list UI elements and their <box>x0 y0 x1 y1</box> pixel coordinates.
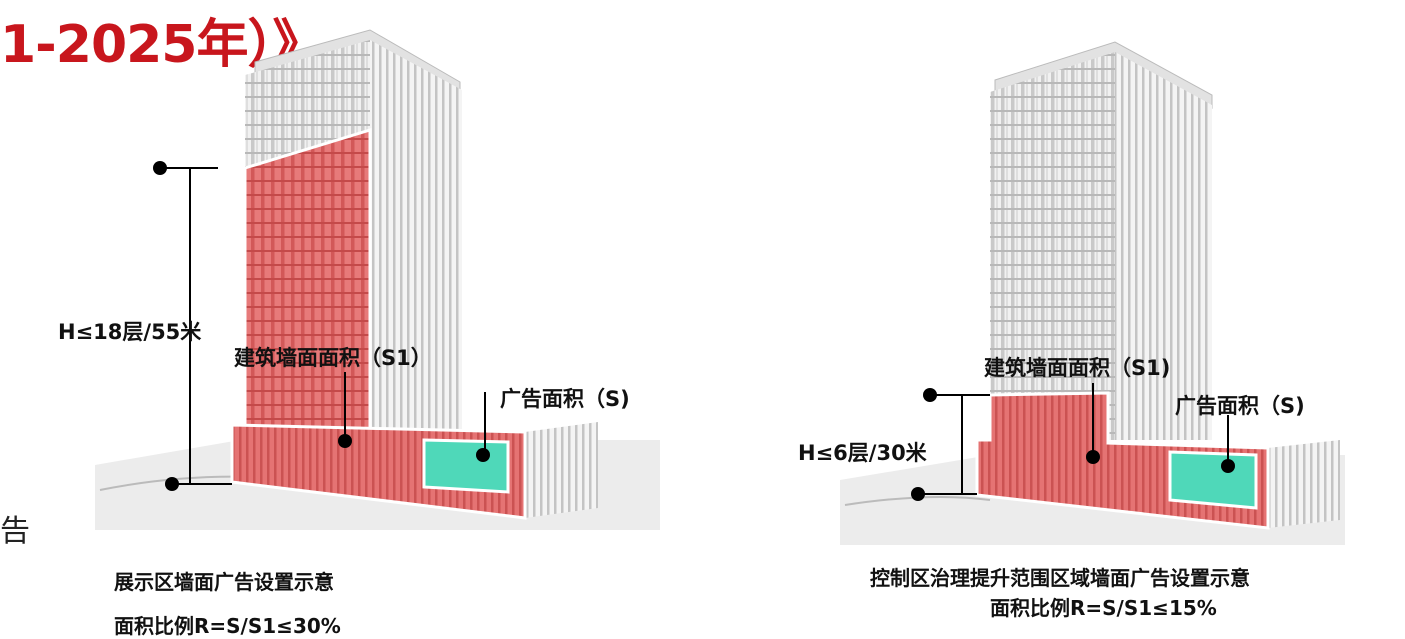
podium-right-face <box>525 422 598 518</box>
wall-pointer-dot <box>338 434 352 448</box>
cropped-text-fragment: 告 <box>0 514 30 549</box>
ad-area <box>422 438 510 494</box>
right-height-label: H≤6层/30米 <box>798 441 927 465</box>
right-building <box>840 41 1345 545</box>
ad-pointer-dot <box>1221 459 1235 473</box>
tower-right-face <box>370 40 462 430</box>
left-caption-title: 展示区墙面广告设置示意 <box>114 570 334 594</box>
ad-pointer-dot <box>476 448 490 462</box>
right-caption-title: 控制区治理提升范围区域墙面广告设置示意 <box>870 566 1250 590</box>
left-wall-area-label: 建筑墙面面积（S1） <box>234 346 432 370</box>
left-building <box>95 29 660 530</box>
right-caption-ratio: 面积比例R=S/S1≤15% <box>990 596 1217 620</box>
right-wall-area-label: 建筑墙面面积（S1) <box>984 356 1171 380</box>
left-ad-area-label: 广告面积（S) <box>500 387 630 411</box>
tower-left-face <box>990 52 1115 440</box>
ad-area <box>1168 450 1258 510</box>
tower-right-face <box>1115 52 1212 440</box>
right-ad-area-label: 广告面积（S) <box>1175 394 1305 418</box>
wall-pointer-dot <box>1086 450 1100 464</box>
podium-right-face <box>1268 440 1340 528</box>
left-caption-ratio: 面积比例R=S/S1≤30% <box>114 614 341 638</box>
left-height-label: H≤18层/55米 <box>58 320 202 344</box>
wall-area-upper <box>243 127 372 432</box>
